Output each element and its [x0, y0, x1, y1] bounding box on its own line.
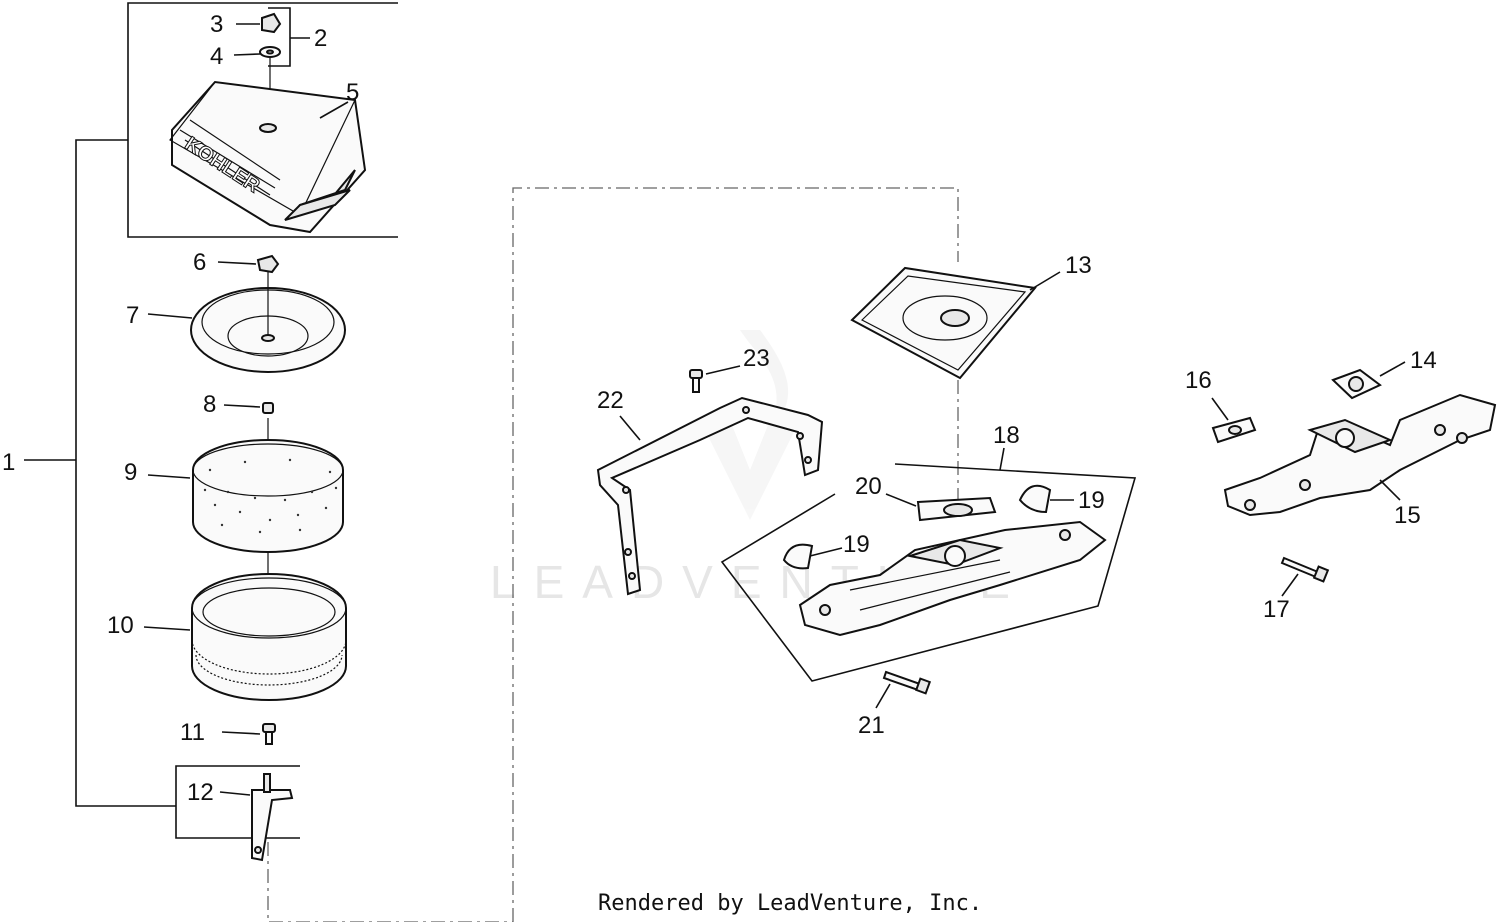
callout-21: 21 — [858, 712, 885, 739]
callout-4: 4 — [210, 43, 223, 70]
gasket-part-14 — [1331, 361, 1406, 400]
bracket-part-22 — [596, 396, 824, 596]
screw-part-11 — [221, 723, 276, 745]
callout-13: 13 — [1065, 252, 1092, 279]
callout-9: 9 — [124, 459, 137, 486]
callout-7: 7 — [126, 302, 139, 329]
callout-5: 5 — [346, 79, 359, 106]
frame-18 — [720, 447, 1137, 682]
gasket-part-20 — [885, 493, 997, 522]
watermark-flame-icon — [700, 330, 800, 520]
bracket-2 — [268, 7, 310, 67]
callout-14: 14 — [1410, 347, 1437, 374]
gasket-part-19-left — [782, 543, 843, 570]
callout-10: 10 — [107, 612, 134, 639]
washer-part-4 — [233, 46, 281, 58]
wing-nut-part-3 — [236, 12, 282, 34]
callout-17: 17 — [1263, 596, 1290, 623]
callout-18: 18 — [993, 422, 1020, 449]
callout-8: 8 — [203, 391, 216, 418]
callout-2: 2 — [314, 25, 327, 52]
screw-part-23 — [689, 365, 741, 393]
callout-22: 22 — [597, 387, 624, 414]
intake-manifold-part-15 — [1223, 393, 1497, 517]
manifold-center — [798, 520, 1107, 637]
callout-15: 15 — [1394, 502, 1421, 529]
callout-6: 6 — [193, 249, 206, 276]
cleaner-cover-part-7 — [147, 272, 346, 373]
callout-19-right: 19 — [1078, 487, 1105, 514]
callout-19-left: 19 — [843, 531, 870, 558]
dash-dot-lines — [267, 187, 959, 922]
callout-labels: 1 2 3 4 5 6 7 8 9 10 11 12 13 14 15 16 1… — [2, 11, 1437, 806]
air-cleaner-cover-part-5: KOHLER — [169, 80, 367, 234]
callout-23: 23 — [743, 345, 770, 372]
bolt-part-17 — [1280, 556, 1330, 597]
callout-11: 11 — [180, 719, 205, 746]
precleaner-part-9 — [147, 439, 344, 553]
callout-12: 12 — [187, 779, 214, 806]
gasket-part-19-right — [1018, 484, 1074, 514]
assembly-bracket-1 — [24, 2, 398, 839]
nut-part-6 — [217, 254, 280, 274]
base-plate-part-13 — [850, 266, 1061, 380]
callout-16: 16 — [1185, 367, 1212, 394]
filter-element-part-10 — [143, 573, 347, 701]
bracket-part-12 — [219, 773, 294, 862]
gasket-part-16 — [1211, 397, 1257, 444]
grommet-part-8 — [223, 402, 274, 414]
render-credit: Rendered by LeadVenture, Inc. — [598, 891, 982, 916]
callout-20: 20 — [855, 473, 882, 500]
bolt-part-21 — [875, 670, 932, 709]
callout-3: 3 — [210, 11, 223, 38]
callout-1: 1 — [2, 449, 15, 476]
precleaner-texture — [203, 458, 338, 534]
